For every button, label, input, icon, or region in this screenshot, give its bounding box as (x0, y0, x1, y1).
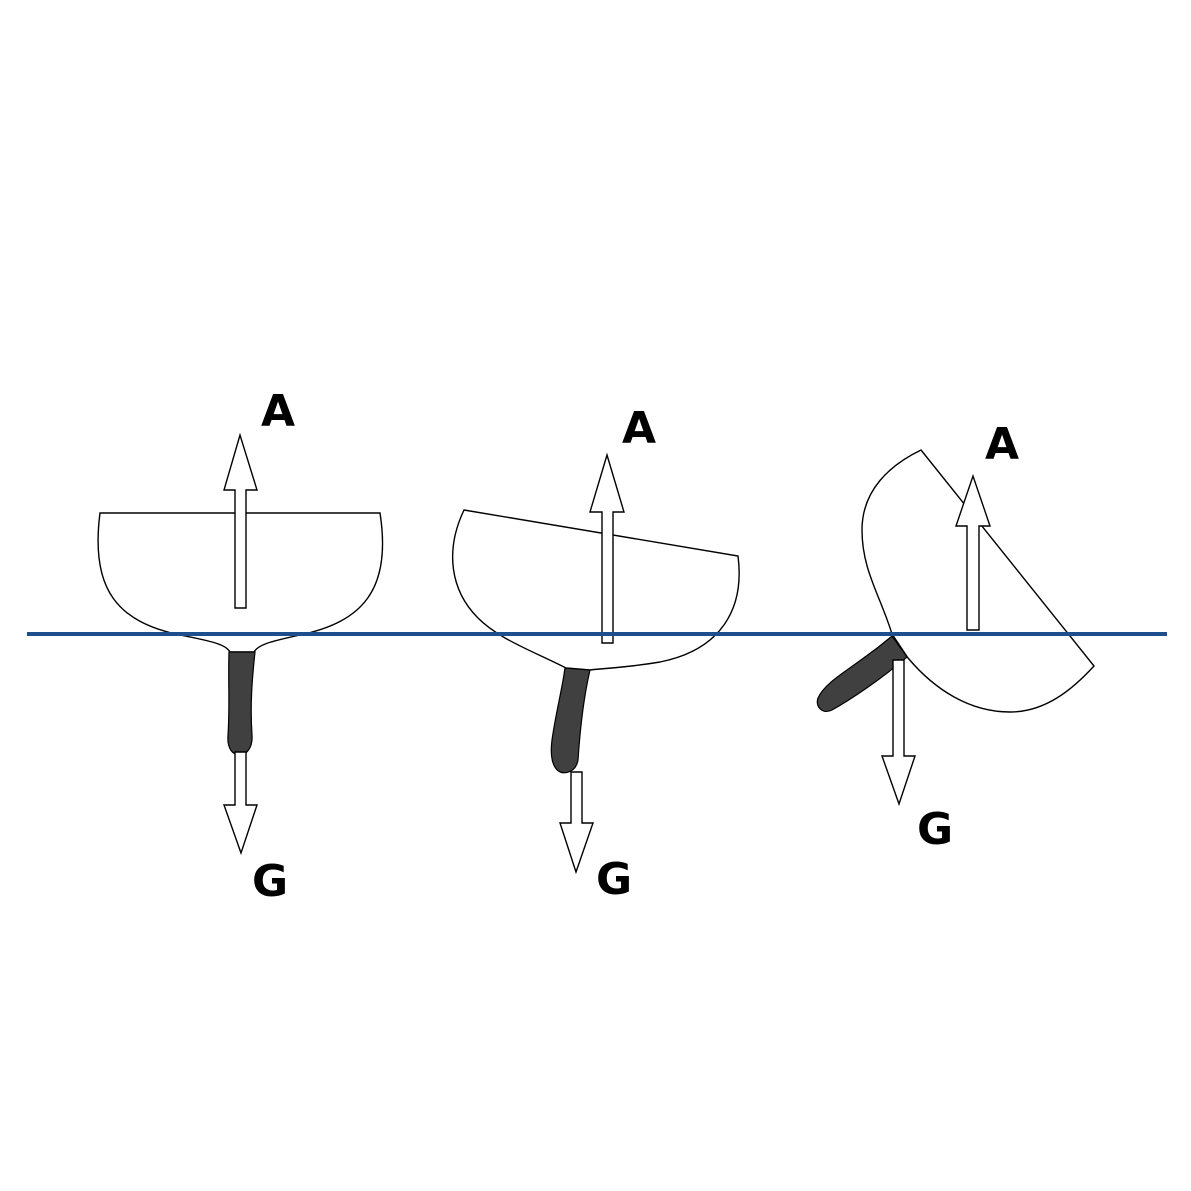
boat-knockdown: A G (816, 419, 1095, 855)
gravity-label-heeled: G (596, 854, 632, 905)
gravity-arrow-heeled (559, 771, 594, 875)
gravity-label-upright: G (252, 856, 288, 907)
buoyancy-label-heeled: A (622, 403, 656, 454)
boat-upright: A G (97, 386, 384, 907)
keel-knockdown (816, 635, 908, 712)
keel-upright (227, 651, 256, 756)
buoyancy-arrow-heeled (589, 452, 625, 644)
gravity-label-knockdown: G (917, 804, 953, 855)
buoyancy-arrow-knockdown (955, 473, 991, 631)
gravity-arrow-knockdown (881, 659, 916, 807)
hull-heeled (451, 509, 740, 671)
buoyancy-label-upright: A (261, 386, 295, 437)
buoyancy-label-knockdown: A (985, 419, 1019, 470)
gravity-arrow-upright (223, 751, 258, 856)
buoyancy-arrow-upright (223, 432, 258, 609)
boat-heeled: A G (451, 403, 740, 905)
keel-heeled (550, 667, 591, 774)
